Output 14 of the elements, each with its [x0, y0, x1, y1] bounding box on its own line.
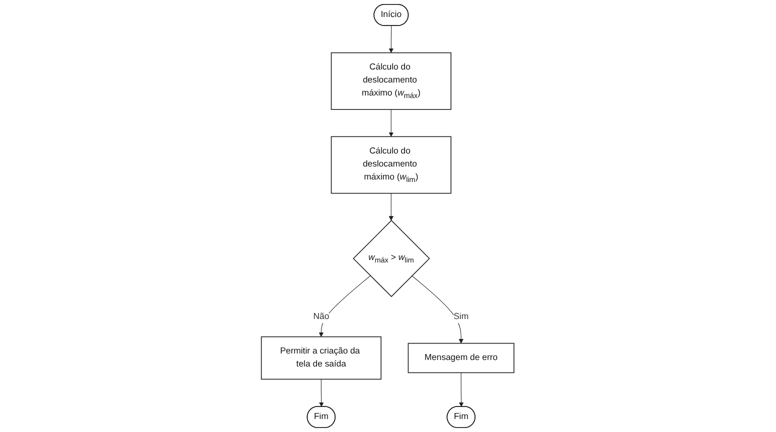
edge-label: Sim [454, 312, 469, 322]
node-box: Cálculo do deslocamento máximo (w$_{lim}$) [331, 136, 452, 194]
node-box: Cálculo do deslocamento máximo (w$_{máx}$) [331, 52, 452, 110]
node-box: Permitir a criação da tela de saída [261, 336, 382, 380]
arrow [459, 372, 464, 407]
arrow [319, 276, 372, 337]
arrow [389, 109, 394, 137]
arrow [389, 193, 394, 221]
node-diamond: w$_{máx}$ > w$_{lim}$ [353, 220, 430, 298]
arrow [389, 26, 394, 53]
arrow [319, 378, 324, 407]
arrow [412, 276, 464, 344]
edge-label: Não [314, 312, 330, 322]
node-box: Mensagem de erro [408, 342, 515, 374]
